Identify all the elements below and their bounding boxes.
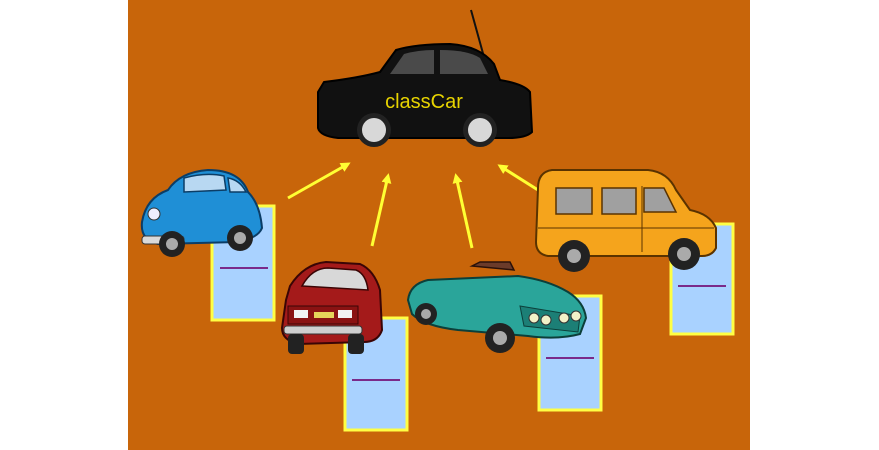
arrow-beetle-to-classcar bbox=[287, 162, 351, 200]
diagram-panel: classCar bbox=[128, 0, 750, 450]
blue-beetle-icon bbox=[140, 168, 264, 257]
classcar-label: classCar bbox=[385, 91, 463, 113]
teal-convertible-icon bbox=[406, 261, 588, 353]
red-sedan-icon bbox=[280, 260, 384, 354]
orange-van-icon bbox=[534, 169, 717, 272]
arrow-convertible-to-classcar bbox=[452, 173, 474, 249]
arrow-van-to-classcar bbox=[497, 164, 539, 192]
arrow-red-sedan-to-classcar bbox=[370, 173, 392, 247]
black-sedan-icon: classCar bbox=[317, 9, 534, 147]
inheritance-arrows bbox=[287, 162, 539, 249]
